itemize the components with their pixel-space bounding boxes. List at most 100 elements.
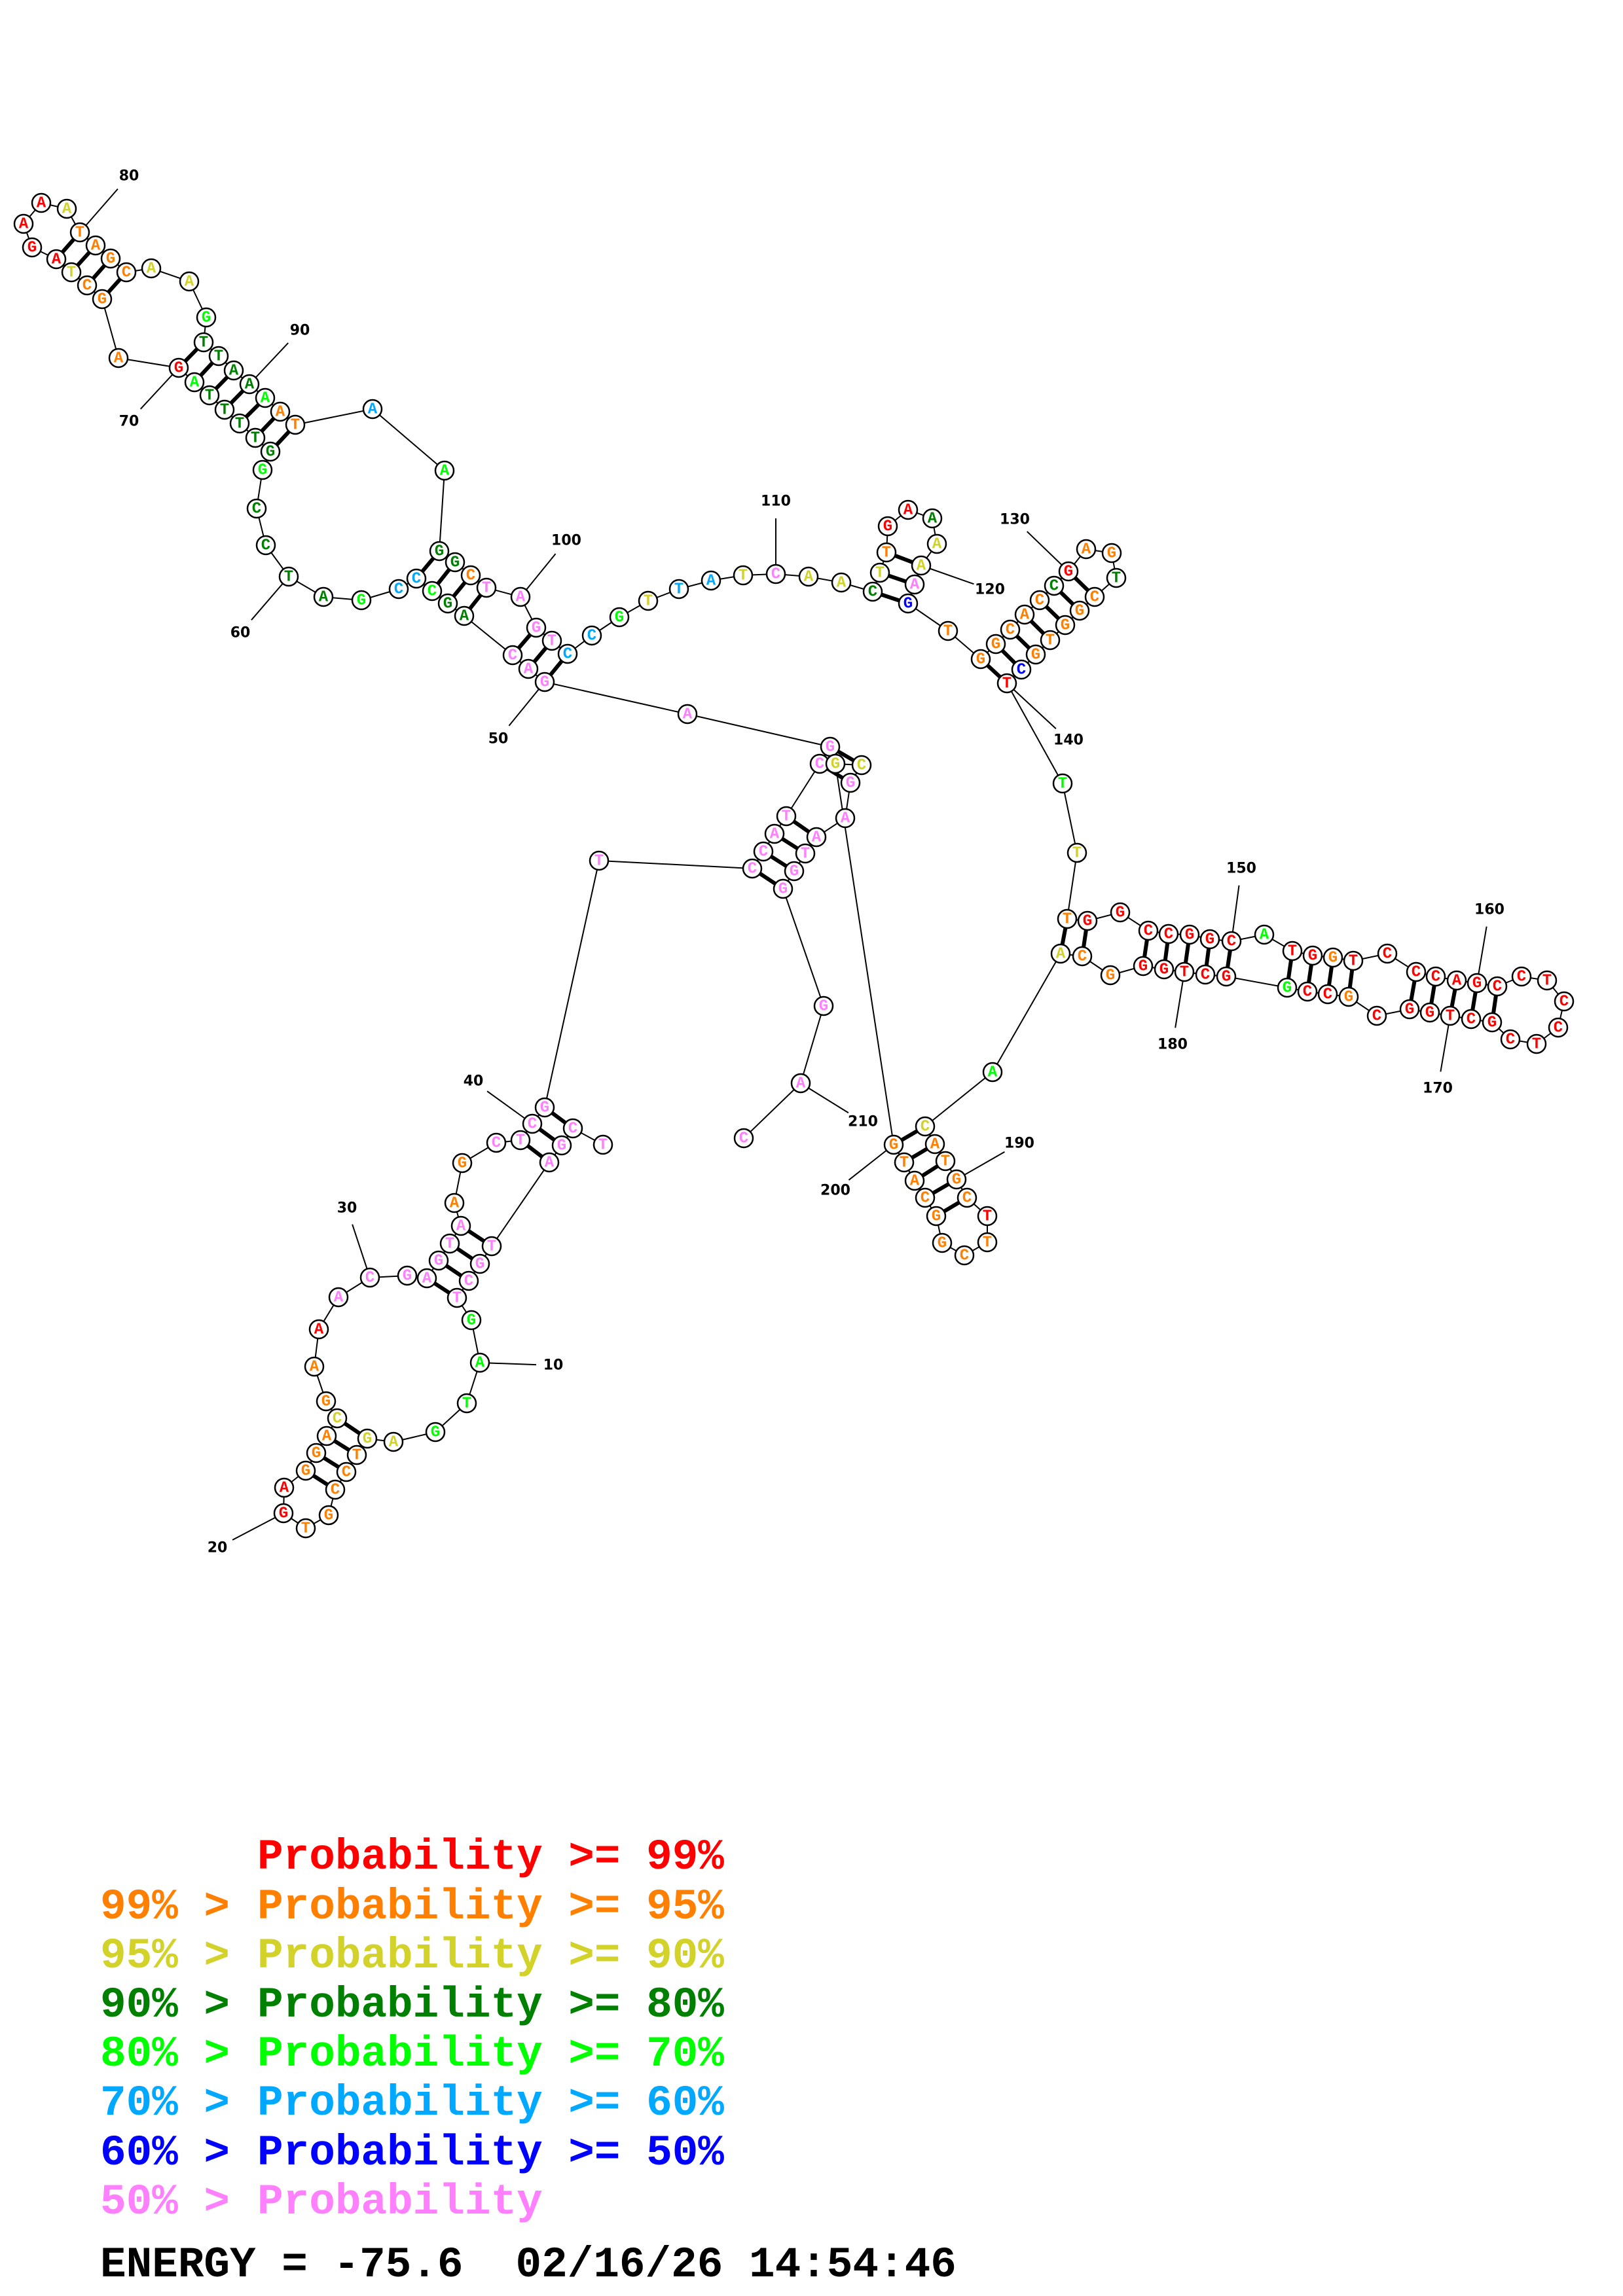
nucleotide-letter: G (266, 444, 275, 461)
nucleotide-letter: T (67, 264, 76, 282)
nucleotide-circle (193, 332, 214, 353)
nucleotide-circle (444, 1193, 465, 1213)
nucleotide-circle (1084, 586, 1105, 607)
nucleotide-letter: T (943, 623, 953, 641)
nucleotide-letter: A (516, 589, 526, 607)
nucleotide-circle (1511, 966, 1532, 987)
nucleotide-letter: G (903, 596, 913, 613)
nucleotide: T (199, 385, 220, 406)
nucleotide: G (306, 1443, 327, 1463)
nucleotide-circle (773, 878, 793, 899)
legend-line-7: 60% > Probability >= 50% (100, 2128, 724, 2178)
nucleotide-circle (1440, 1005, 1461, 1026)
nucleotide: C (915, 1187, 936, 1208)
nucleotide-circle (982, 1062, 1003, 1083)
nucleotide-letter: A (930, 1136, 940, 1154)
nucleotide-circle (1106, 567, 1127, 588)
nucleotide-letter: C (748, 861, 757, 878)
legend-line-5: 80% > Probability >= 70% (100, 2030, 724, 2079)
nucleotide-circle (1277, 977, 1298, 998)
nucleotide: T (795, 843, 816, 864)
nucleotide-circle (551, 1135, 572, 1156)
nucleotide-circle (996, 673, 1017, 694)
nucleotide: G (1133, 956, 1154, 977)
base-pair-bond (1225, 949, 1233, 969)
nucleotide-circle (1050, 943, 1071, 964)
nucleotide-circle (776, 806, 797, 827)
nucleotide: T (876, 542, 897, 563)
nucleotide-letter: G (1185, 927, 1194, 944)
nucleotide: A (677, 704, 698, 725)
nucleotide-circle (362, 399, 383, 420)
nucleotide: G (425, 1422, 446, 1443)
nucleotide: C (1406, 961, 1427, 982)
nucleotide-circle (1069, 600, 1090, 621)
nucleotide: G (397, 1265, 418, 1286)
nucleotide-circle (316, 1426, 337, 1446)
nucleotide: T (229, 413, 250, 434)
base-pair-bond (538, 1127, 556, 1142)
nucleotide-circle (304, 1356, 325, 1377)
nucleotide-letter: A (19, 216, 29, 234)
nucleotide-letter: G (557, 1138, 566, 1155)
nucleotide-circle (469, 1253, 490, 1274)
nucleotide-letter: T (251, 430, 260, 448)
nucleotide-circle (1446, 970, 1467, 991)
nucleotide: T (541, 630, 562, 651)
nucleotide: A (904, 1170, 925, 1191)
nucleotide: C (246, 498, 267, 519)
nucleotide-circle (184, 372, 205, 393)
base-pair-bond (1000, 649, 1017, 665)
legend-prefix: 60% > (100, 2128, 256, 2178)
nucleotide-letter: T (739, 567, 748, 585)
nucleotide-letter: A (185, 274, 194, 291)
base-pair-bond (343, 1421, 361, 1436)
backbone-segment (786, 763, 820, 817)
nucleotide-circle (970, 649, 991, 670)
base-pair-bond (333, 1439, 351, 1452)
probability-legend: Probability >= 99% 99% > Probability >= … (100, 1833, 957, 2289)
nucleotide-circle (883, 1134, 904, 1155)
backbone-segment (687, 713, 831, 747)
nucleotide-circle (460, 565, 481, 586)
nucleotide-circle (461, 1310, 482, 1331)
nucleotide-circle (246, 498, 267, 519)
nucleotide-letter: G (174, 360, 183, 378)
nucleotide-circle (957, 1187, 977, 1208)
nucleotide-letter: A (1082, 541, 1091, 559)
base-pair-bond (1044, 604, 1061, 621)
nucleotide-circle (325, 1479, 346, 1500)
nucleotide-circle (223, 360, 244, 381)
nucleotide: A (239, 374, 260, 395)
nucleotide: C (388, 579, 409, 600)
nucleotide-letter: T (352, 1447, 361, 1465)
nucleotide-letter: C (563, 646, 572, 664)
legend-text: Probability >= 80% (257, 1981, 724, 2030)
nucleotide-circle (869, 562, 890, 583)
nucleotide-letter: A (837, 575, 847, 592)
nucleotide-circle (557, 643, 578, 664)
nucleotide: G (1338, 986, 1359, 1007)
legend-text: Probability >= 99% (257, 1833, 724, 1882)
nucleotide-letter: G (1487, 1014, 1497, 1032)
nucleotide: G (428, 1250, 449, 1271)
nucleotide-circle (359, 1267, 380, 1288)
nucleotide: G (260, 441, 281, 462)
legend-text: Probability >= 90% (257, 1931, 724, 1981)
position-label: 10 (543, 1357, 564, 1374)
nucleotide-circle (458, 1270, 479, 1291)
nucleotide-letter: C (261, 537, 270, 555)
nucleotide: G (1058, 561, 1079, 582)
nucleotide: T (245, 427, 266, 448)
nucleotide-circle (1399, 999, 1420, 1020)
nucleotide-circle (915, 1116, 936, 1137)
nucleotide: A (911, 555, 932, 576)
nucleotide-circle (1133, 956, 1154, 977)
base-pair-bond (274, 429, 291, 447)
nucleotide: T (977, 1232, 998, 1253)
nucleotide: G (168, 357, 189, 378)
nucleotide: C (522, 1113, 543, 1134)
base-pair-bond (1163, 942, 1170, 961)
